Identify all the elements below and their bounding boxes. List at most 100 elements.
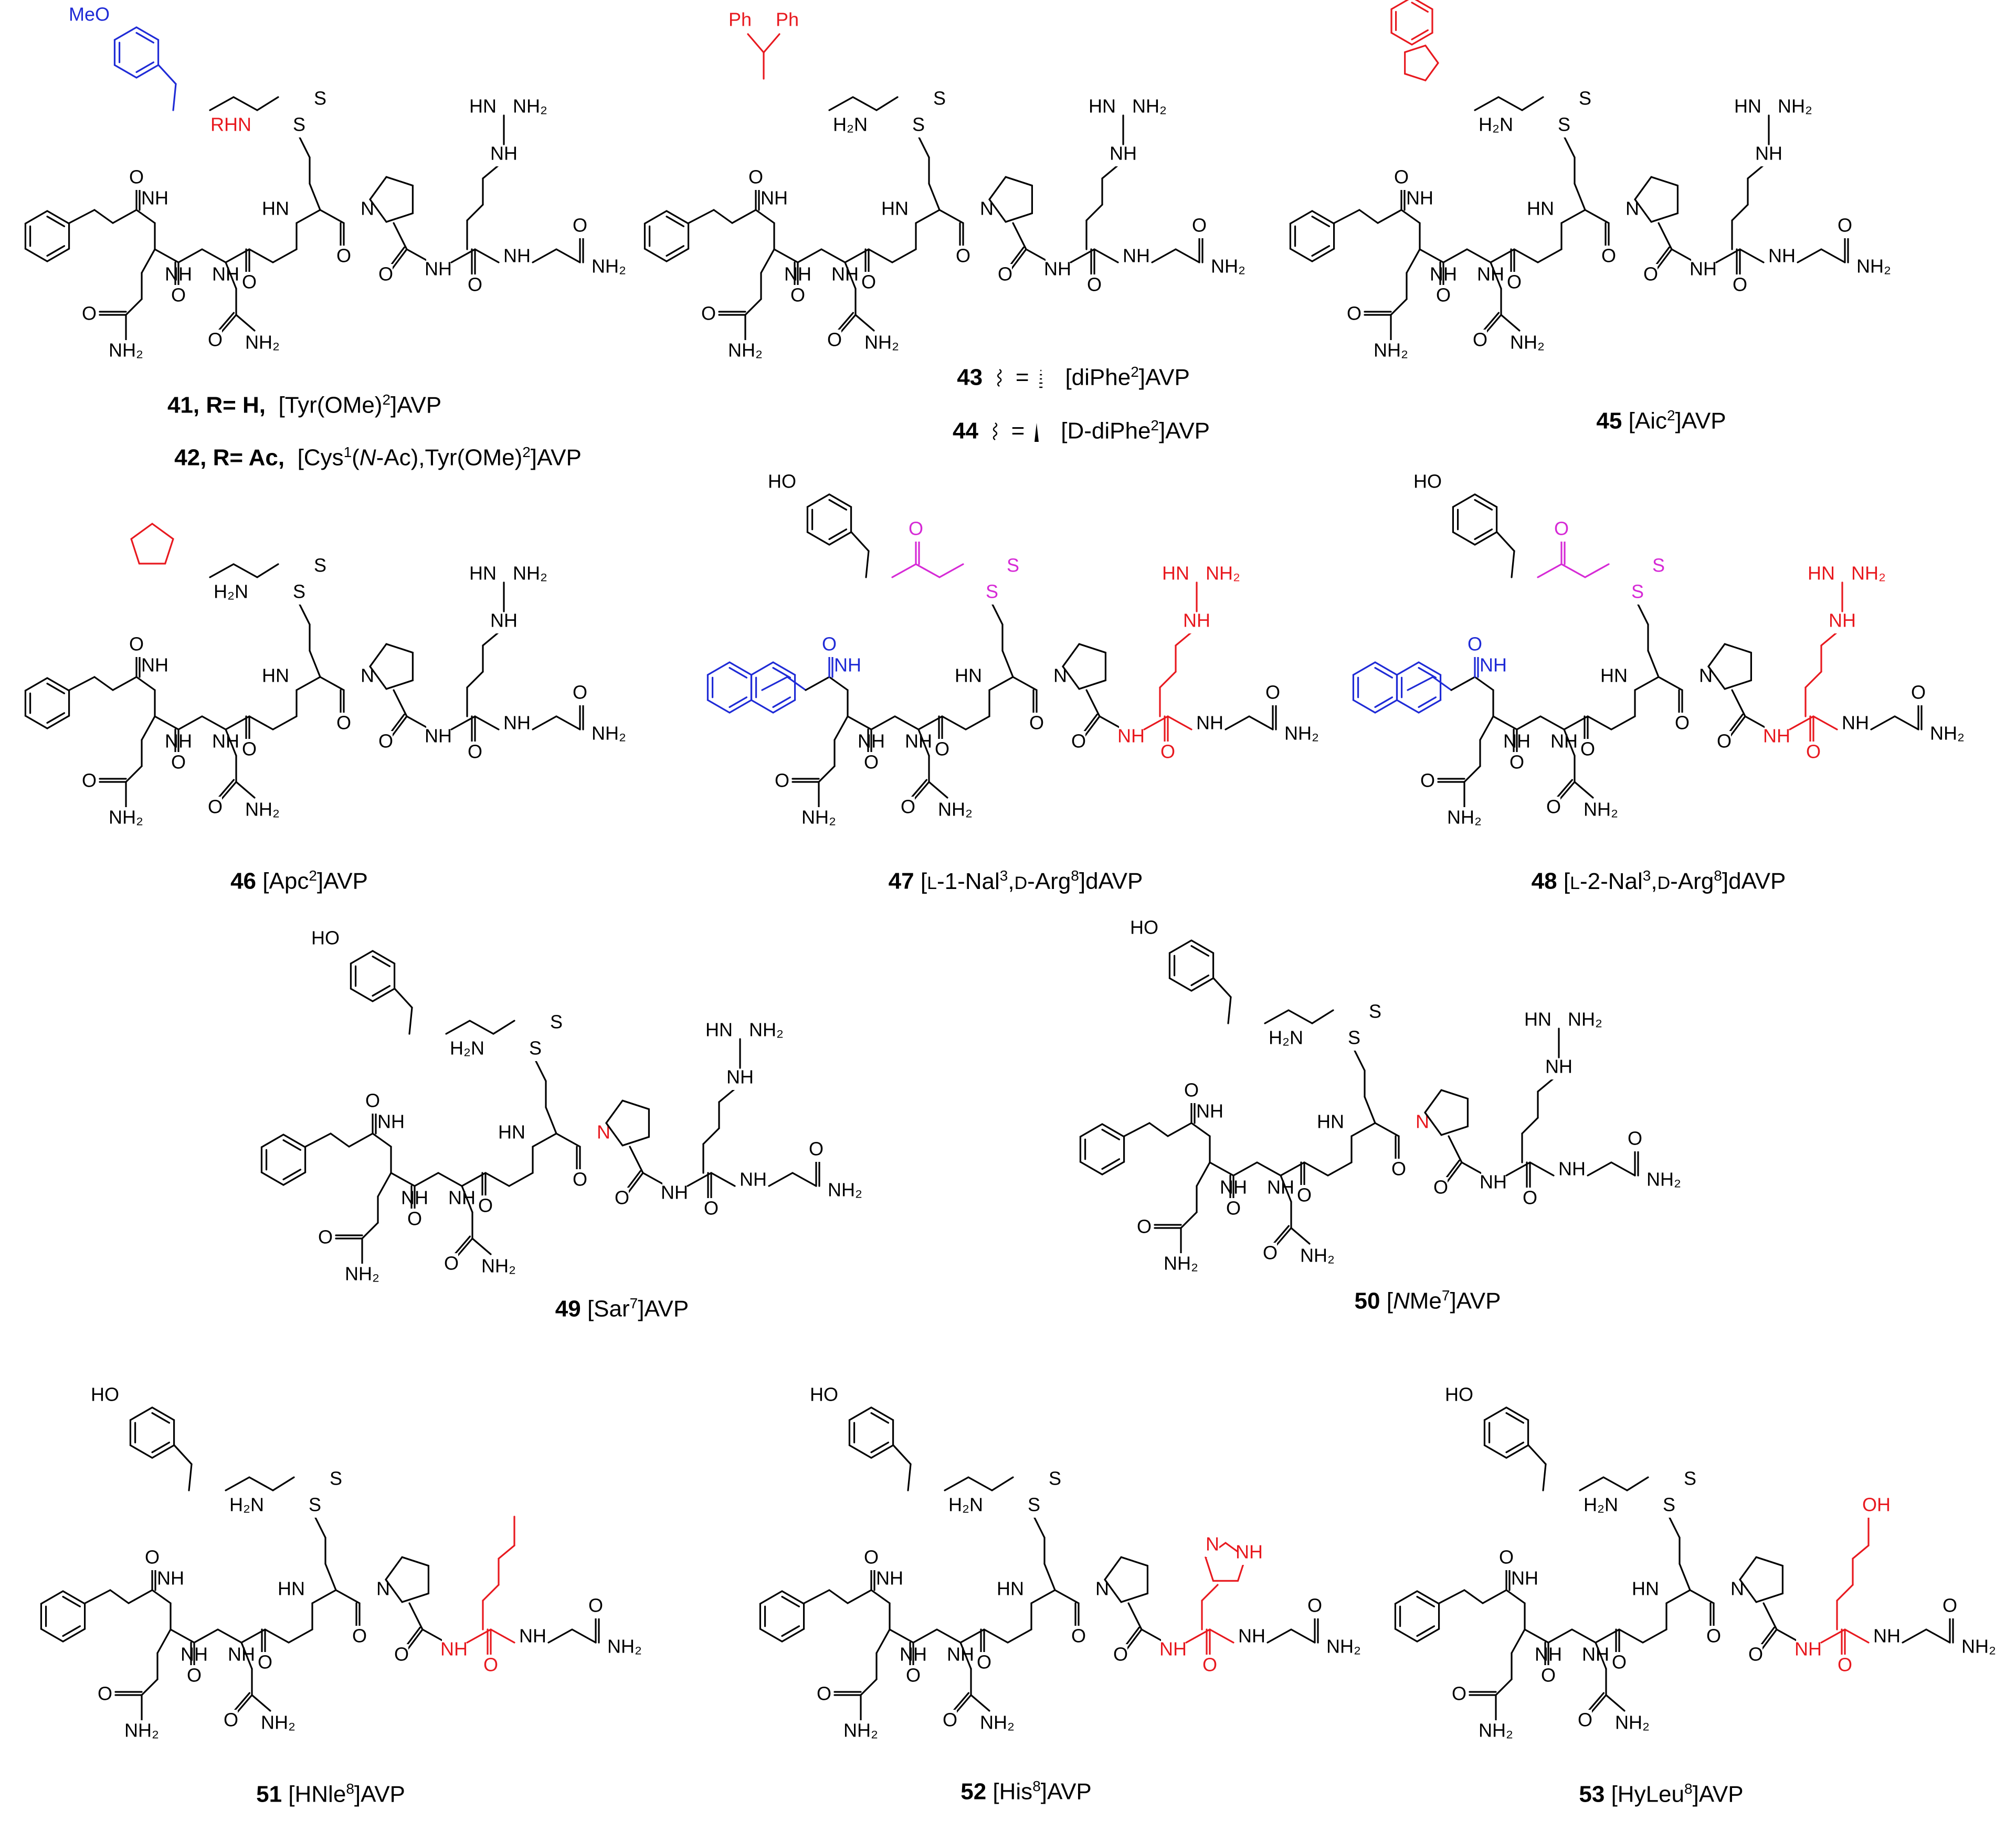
atom-label: O xyxy=(378,263,393,285)
atom-label: N xyxy=(1416,1111,1429,1132)
nh-label: NH xyxy=(834,654,861,676)
oxygen-label: O xyxy=(365,1090,380,1111)
oxygen-label: O xyxy=(748,166,763,188)
atom-label: O xyxy=(1263,1242,1278,1264)
atom-label: O xyxy=(208,796,223,818)
atom-label: NH₂ xyxy=(1326,1636,1361,1657)
atom-label: O xyxy=(909,518,923,539)
atom-label: NH₂ xyxy=(1615,1712,1650,1733)
atom-label: O xyxy=(1717,730,1732,752)
atom-label: S xyxy=(1684,1468,1696,1489)
atom-label: O xyxy=(775,770,789,791)
atom-label: O xyxy=(1523,1187,1537,1209)
atom-label: S xyxy=(1348,1027,1360,1049)
caption-44: 44 = [D-diPhe2]AVP xyxy=(952,417,1210,444)
atom-label: O xyxy=(827,329,842,351)
atom-label: O xyxy=(1838,215,1852,236)
atom-label: S xyxy=(529,1037,542,1059)
oxygen-label: O xyxy=(129,166,144,188)
atom-label: OH xyxy=(1862,1494,1891,1516)
caption-50: 50 [NMe7]AVP xyxy=(1354,1287,1501,1314)
atom-label: NH xyxy=(905,730,932,752)
nh-label: NH xyxy=(761,187,788,209)
atom-label: NH₂ xyxy=(109,340,143,361)
atom-label: H₂N xyxy=(1269,1027,1303,1049)
atom-label: NH₂ xyxy=(938,799,973,820)
atom-label: HN xyxy=(1734,96,1761,117)
atom-label: O xyxy=(1580,738,1595,760)
atom-label: HO xyxy=(91,1384,119,1405)
atom-label: HO xyxy=(810,1384,838,1405)
atom-label: NH₂ xyxy=(245,332,280,353)
atom-label: O xyxy=(1071,730,1086,752)
nh-label: NH xyxy=(1406,187,1433,209)
atom-label: HO xyxy=(1445,1384,1473,1405)
atom-label: NH₂ xyxy=(345,1263,379,1285)
wedge-bond-icon xyxy=(1034,422,1039,442)
atom-label: O xyxy=(1628,1128,1642,1149)
atom-label: NH xyxy=(1236,1541,1263,1563)
nh-label: NH xyxy=(1196,1100,1223,1122)
caption-41: 41, R= H, [Tyr(OMe)2]AVP xyxy=(167,391,442,418)
atom-label: O xyxy=(1433,1177,1448,1198)
atom-label: NH xyxy=(519,1625,546,1647)
atom-label: O xyxy=(1202,1654,1217,1676)
atom-label: O xyxy=(98,1683,112,1704)
atom-label: NH₂ xyxy=(1851,563,1886,584)
atom-label: O xyxy=(1160,741,1175,763)
atom-label: NH₂ xyxy=(1479,1720,1513,1741)
atom-label: NH xyxy=(1842,712,1869,734)
atom-label: HO xyxy=(1413,471,1442,492)
atom-label: O xyxy=(573,1169,587,1190)
caption-52: 52 [His8]AVP xyxy=(960,1778,1092,1805)
atom-label: S xyxy=(1049,1468,1061,1489)
atom-label: O xyxy=(1838,1654,1852,1676)
atom-label: O xyxy=(1071,1625,1086,1647)
atom-label: NH₂ xyxy=(592,256,626,277)
atom-label: O xyxy=(1541,1665,1556,1686)
atom-label: S xyxy=(1631,581,1644,602)
nh-label: NH xyxy=(1511,1568,1538,1589)
atom-label: NH xyxy=(212,263,239,285)
atom-label: NH xyxy=(1829,610,1856,631)
atom-label: O xyxy=(573,215,587,236)
atom-label: O xyxy=(906,1665,921,1686)
atom-label: O xyxy=(378,730,393,752)
atom-label: N xyxy=(376,1578,390,1600)
atom-label: O xyxy=(1578,1709,1592,1731)
atom-label: O xyxy=(478,1195,493,1216)
atom-label: O xyxy=(1029,712,1044,734)
atom-label: NH xyxy=(228,1644,255,1665)
atom-label: HN xyxy=(498,1121,525,1143)
atom-label: NH xyxy=(1477,263,1504,285)
caption-45: 45 [Aic2]AVP xyxy=(1596,407,1726,434)
nh-label: NH xyxy=(876,1568,903,1589)
atom-label: NH xyxy=(503,712,531,734)
atom-label: S xyxy=(309,1494,321,1516)
nh-label: NH xyxy=(141,654,168,676)
oxygen-label: O xyxy=(145,1547,160,1568)
atom-label: NH xyxy=(947,1644,974,1665)
atom-label: NH₂ xyxy=(513,96,547,117)
atom-label: S xyxy=(1652,555,1665,576)
atom-label: NH₂ xyxy=(1510,332,1545,353)
atom-label: O xyxy=(1943,1595,1957,1616)
atom-label: NH xyxy=(1545,1056,1572,1077)
atom-label: HN xyxy=(997,1578,1024,1600)
atom-label: HN xyxy=(262,198,289,219)
atom-label: O xyxy=(1911,682,1926,703)
atom-label: O xyxy=(701,303,716,324)
atom-label: O xyxy=(1226,1198,1241,1219)
atom-label: O xyxy=(1612,1651,1627,1673)
oxygen-label: O xyxy=(1468,633,1482,655)
atom-label: NH xyxy=(1196,712,1223,734)
caption-42: 42, R= Ac, [Cys1(N-Ac),Tyr(OMe)2]AVP xyxy=(174,444,582,471)
atom-label: HN xyxy=(1600,665,1628,686)
nh-label: NH xyxy=(141,187,168,209)
caption-46: 46 [Apc2]AVP xyxy=(230,867,368,894)
atom-label: HO xyxy=(1130,917,1158,938)
atom-label: O xyxy=(809,1138,824,1160)
atom-label: HN xyxy=(469,96,497,117)
atom-label: NH₂ xyxy=(1584,799,1618,820)
atom-label: O xyxy=(171,284,186,306)
